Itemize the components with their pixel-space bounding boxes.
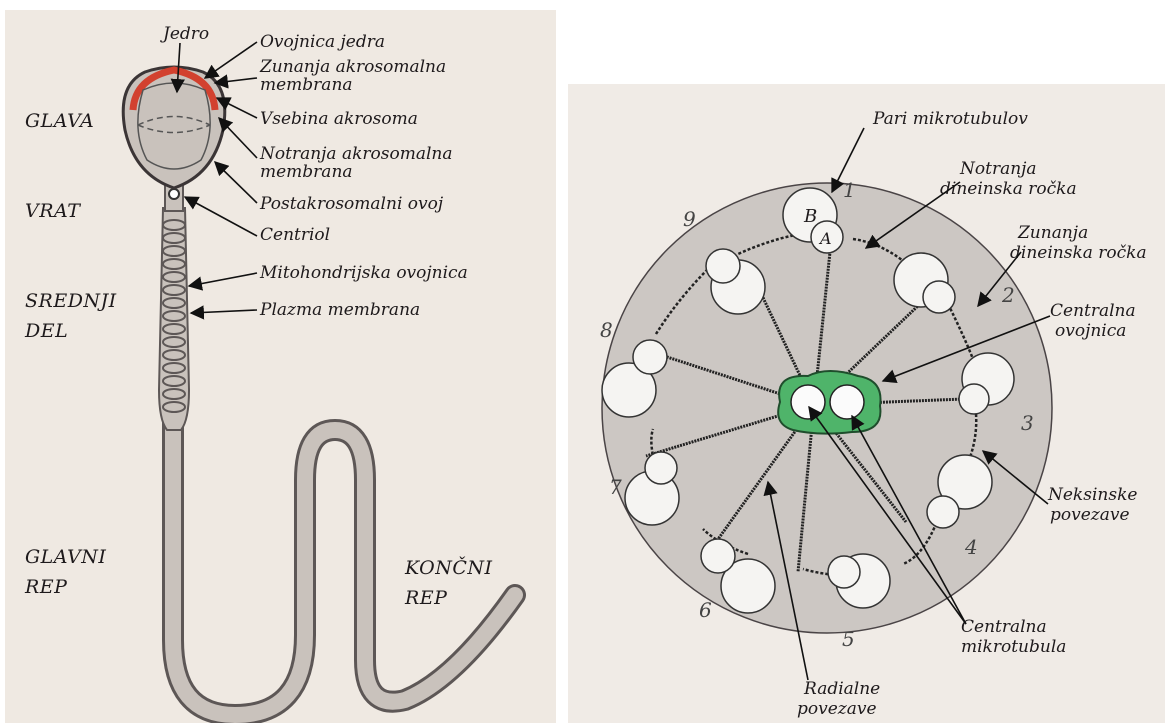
- label-nexin-1: Neksinske: [1047, 485, 1137, 505]
- axoneme-diagram-panel: B A 1 2 3 4 5 6 7 8 9 Pari mikrotubulov …: [568, 84, 1165, 723]
- section-midpiece-1: SREDNJI: [25, 290, 117, 312]
- central-microtubule-left: [791, 385, 825, 419]
- centriole-shape: [169, 189, 179, 199]
- label-mitochondrial-sheath: Mitohondrijska ovojnica: [259, 263, 468, 283]
- section-neck: VRAT: [25, 200, 81, 222]
- label-radial-2: povezave: [797, 699, 877, 719]
- tubule-a-label: A: [818, 229, 832, 248]
- section-head: GLAVA: [25, 110, 94, 132]
- section-end-2: REP: [404, 587, 448, 609]
- label-outer-dynein-2: dineinska ročka: [1010, 243, 1147, 263]
- label-central-microtubule-1: Centralna: [961, 617, 1047, 637]
- label-central-sheath-1: Centralna: [1050, 301, 1136, 321]
- label-nucleus: Jedro: [160, 24, 209, 44]
- label-inner-dynein-1: Notranja: [959, 159, 1037, 179]
- section-principal-2: REP: [24, 576, 68, 598]
- sperm-diagram-panel: GLAVA VRAT SREDNJI DEL GLAVNI REP KONČNI…: [5, 10, 556, 723]
- label-inner-acrosomal-1: Notranja akrosomalna: [259, 144, 453, 164]
- label-nexin-2: povezave: [1050, 505, 1130, 525]
- doublet-number-1: 1: [843, 178, 856, 202]
- label-plasma-membrane: Plazma membrana: [259, 300, 420, 320]
- tubule-b-label: B: [803, 206, 817, 227]
- doublet-number-7: 7: [609, 475, 622, 499]
- doublet-number-5: 5: [842, 627, 855, 651]
- doublet-number-6: 6: [699, 598, 712, 622]
- doublet-number-9: 9: [683, 207, 696, 231]
- section-midpiece-2: DEL: [24, 320, 68, 342]
- sperm-diagram: GLAVA VRAT SREDNJI DEL GLAVNI REP KONČNI…: [5, 10, 556, 723]
- label-acrosome-content: Vsebina akrosoma: [260, 109, 418, 129]
- label-microtubule-pairs: Pari mikrotubulov: [872, 109, 1028, 129]
- doublet-number-4: 4: [964, 535, 978, 559]
- label-inner-dynein-2: dineinska ročka: [940, 179, 1077, 199]
- label-central-sheath-2: ovojnica: [1055, 321, 1126, 341]
- doublet-number-3: 3: [1021, 411, 1034, 435]
- label-centriole: Centriol: [260, 225, 330, 245]
- label-nuclear-envelope: Ovojnica jedra: [260, 32, 385, 52]
- label-radial-1: Radialne: [803, 679, 880, 699]
- label-postacrosomal: Postakrosomalni ovoj: [259, 194, 444, 214]
- axoneme-diagram: B A 1 2 3 4 5 6 7 8 9 Pari mikrotubulov …: [568, 84, 1165, 723]
- label-outer-acrosomal-2: membrana: [260, 75, 353, 95]
- doublet-number-8: 8: [600, 318, 613, 342]
- section-end-1: KONČNI: [404, 556, 493, 579]
- label-outer-dynein-1: Zunanja: [1017, 223, 1088, 243]
- doublet-number-2: 2: [1001, 283, 1015, 307]
- label-outer-acrosomal-1: Zunanja akrosomalna: [259, 57, 446, 77]
- section-principal-1: GLAVNI: [25, 546, 106, 568]
- label-central-microtubule-2: mikrotubula: [961, 637, 1066, 657]
- label-inner-acrosomal-2: membrana: [260, 162, 353, 182]
- central-microtubule-right: [830, 385, 864, 419]
